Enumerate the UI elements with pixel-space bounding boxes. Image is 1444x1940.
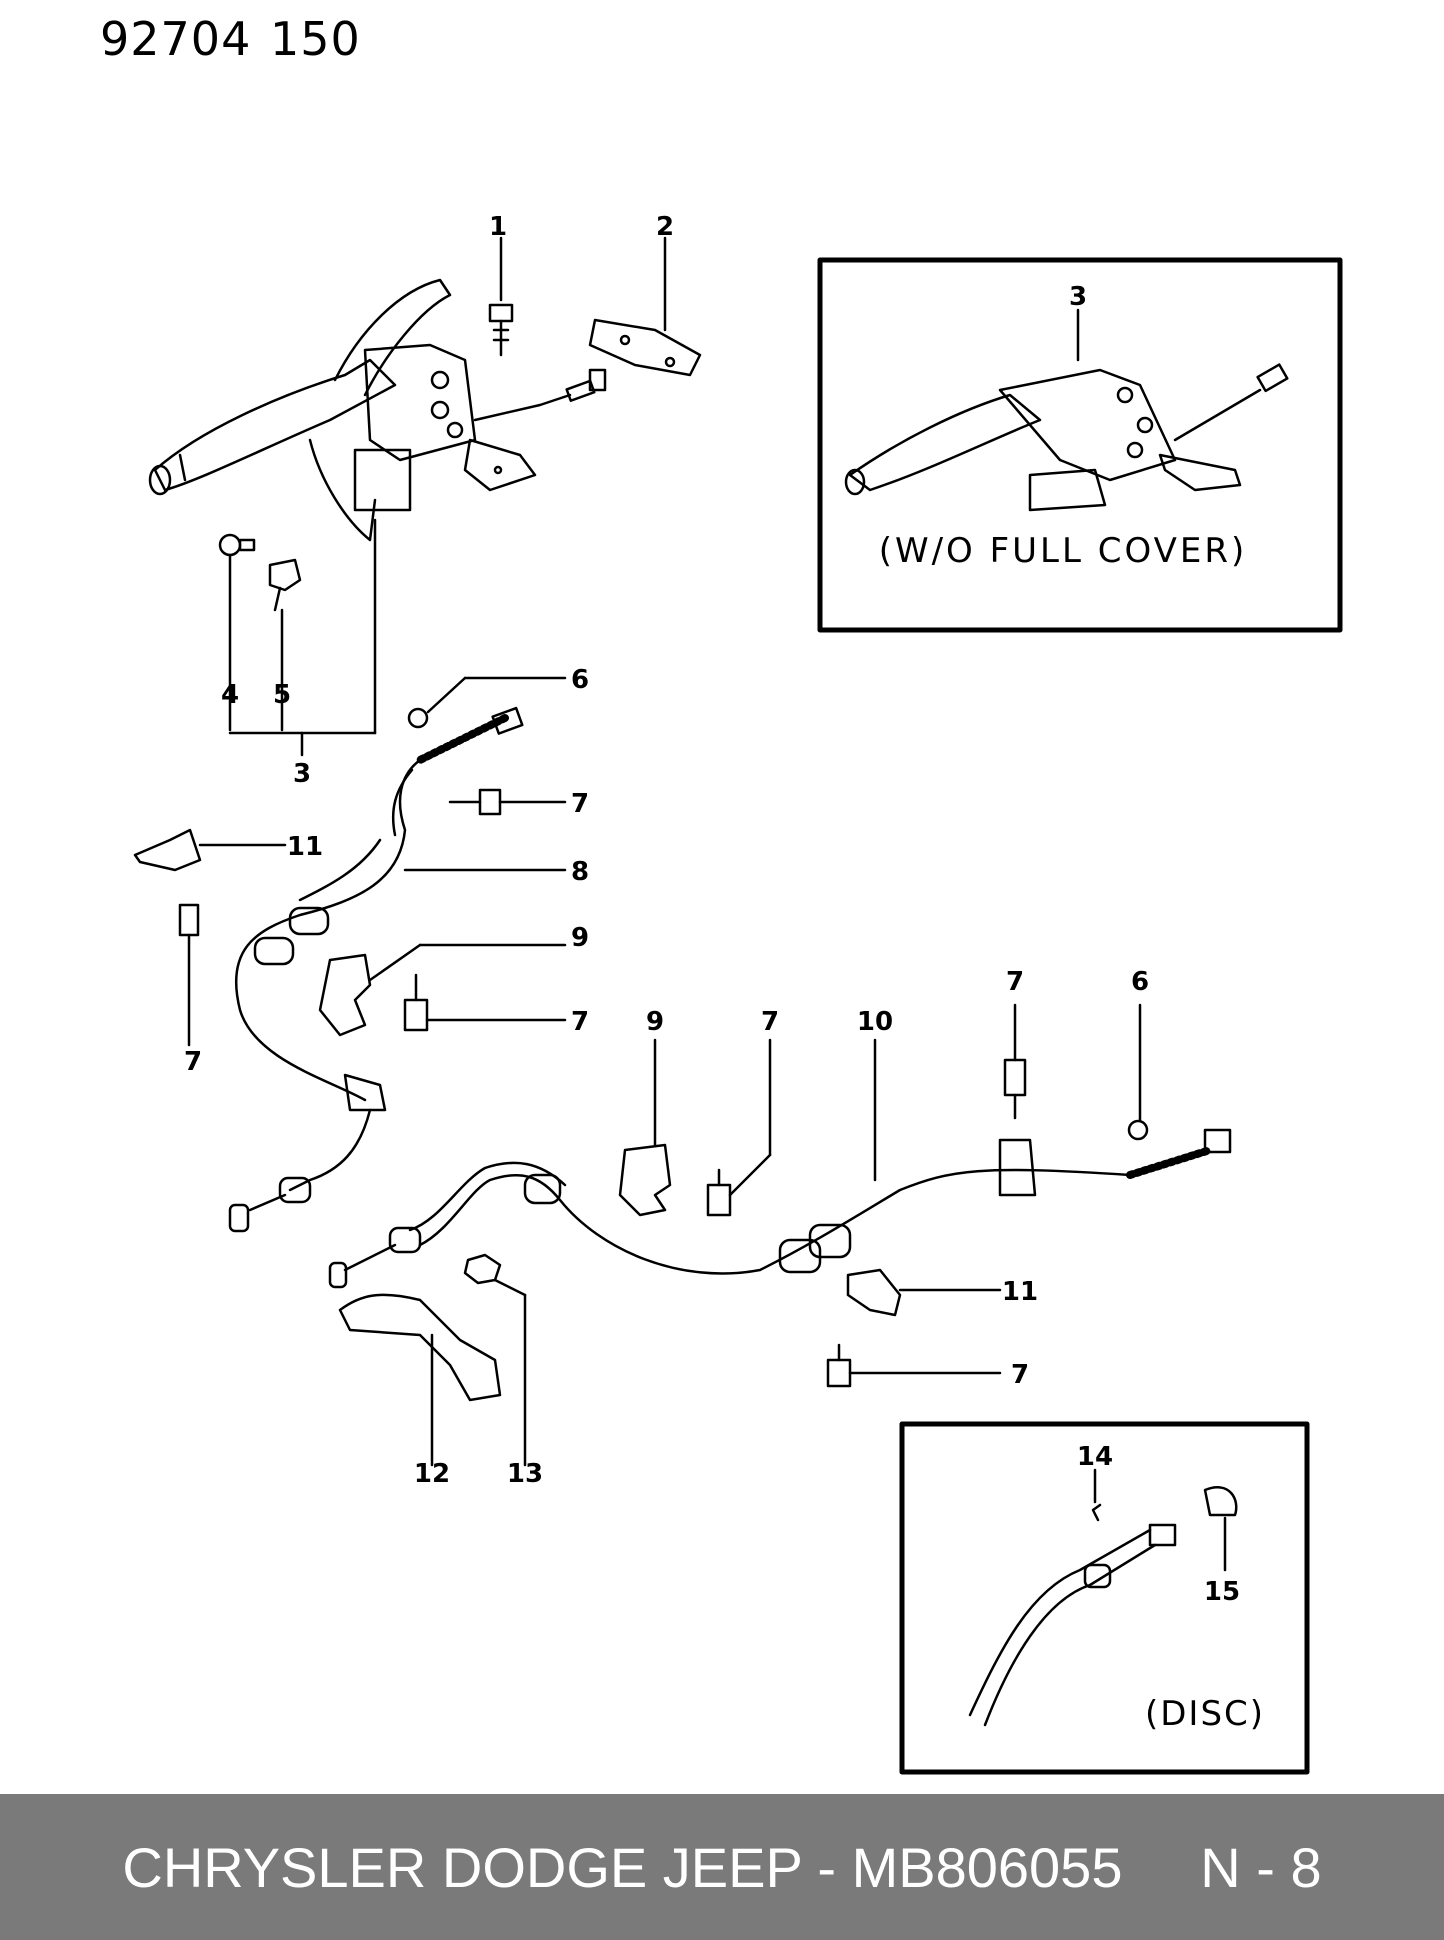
callout-3-main: 3: [293, 759, 311, 789]
inset-top-callout-3: 3: [1069, 282, 1087, 312]
nut-4: [218, 533, 256, 732]
callout-9-a: 9: [571, 923, 589, 953]
callout-1: 1: [489, 212, 507, 242]
callout-13: 13: [507, 1459, 543, 1489]
bolt-7-f: [826, 1343, 1002, 1388]
inset-bottom-caption: (DISC): [1145, 1694, 1265, 1734]
callout-7-f: 7: [1011, 1360, 1029, 1390]
inset-bottom-callout-14: 14: [1077, 1442, 1113, 1472]
nut-13: [463, 1253, 527, 1467]
callout-6-front: 6: [571, 665, 589, 695]
footer-part-label: CHRYSLER DODGE JEEP - MB806055 N - 8: [122, 1835, 1322, 1899]
bolt-7-b: [178, 903, 200, 1047]
grommet-11-b: [846, 1268, 1002, 1317]
callout-7-d: 7: [761, 1007, 779, 1037]
clamp-9-b: [618, 1038, 672, 1217]
page-number: 150: [270, 12, 361, 66]
callout-9-b: 9: [646, 1007, 664, 1037]
inset-bottom-callout-15: 15: [1204, 1577, 1240, 1607]
bolt-7-c: [403, 973, 567, 1032]
bracket-12: [338, 1293, 502, 1467]
inset-without-full-cover: [817, 257, 1343, 633]
parking-brake-lever: [148, 278, 607, 542]
bracket-2: [588, 236, 702, 377]
callout-6-rear: 6: [1131, 967, 1149, 997]
rear-cable-10: [328, 1038, 1232, 1289]
bolt-7-d: [706, 1038, 772, 1217]
diagram-code: 92704: [100, 12, 252, 66]
bolt-1: [488, 236, 514, 357]
callout-7-b: 7: [184, 1047, 202, 1077]
callout-7-a: 7: [571, 789, 589, 819]
callout-2: 2: [656, 212, 674, 242]
inset-top-caption: (W/O FULL COVER): [879, 531, 1248, 571]
clip-6-rear: [1127, 1003, 1149, 1141]
clamp-9-a: [318, 943, 567, 1037]
callout-8: 8: [571, 857, 589, 887]
clip-5: [268, 558, 302, 732]
callout-10: 10: [857, 1007, 893, 1037]
grommet-11-a: [133, 828, 287, 872]
callout-7-c: 7: [571, 1007, 589, 1037]
clip-6-front: [407, 676, 567, 729]
callout-12: 12: [414, 1459, 450, 1489]
callout-11-a: 11: [287, 832, 323, 862]
callout-5: 5: [273, 680, 291, 710]
bolt-7-e: [1003, 1003, 1027, 1120]
callout-7-e: 7: [1006, 967, 1024, 997]
callout-4: 4: [221, 680, 239, 710]
bolt-7-a: [448, 788, 567, 816]
leader-3-bracket: [228, 518, 377, 757]
callout-11-b: 11: [1002, 1277, 1038, 1307]
footer-bar: CHRYSLER DODGE JEEP - MB806055 N - 8: [0, 1794, 1444, 1940]
inset-disc-brake: [899, 1421, 1310, 1775]
parking-brake-exploded-diagram: 1 2 4 5 3 6 7 11 8 9 7 7 9 7 10 7 6 11 7…: [133, 212, 1343, 1775]
front-cable-8: [228, 706, 567, 1233]
